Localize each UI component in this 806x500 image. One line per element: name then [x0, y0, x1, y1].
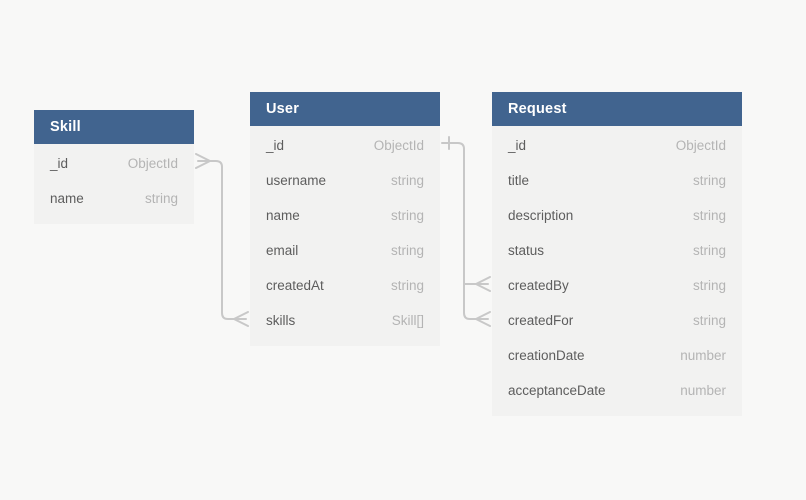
connector-user-to-request-trunk — [441, 142, 489, 320]
field-row[interactable]: skills Skill[] — [250, 303, 440, 338]
entity-user-fields: _id ObjectId username string name string… — [250, 126, 440, 346]
field-row[interactable]: createdAt string — [250, 268, 440, 303]
field-name: name — [266, 208, 300, 223]
field-row[interactable]: title string — [492, 163, 742, 198]
entity-request-fields: _id ObjectId title string description st… — [492, 126, 742, 416]
field-name: description — [508, 208, 574, 223]
field-name: username — [266, 173, 327, 188]
entity-user-title: User — [266, 101, 300, 117]
entity-skill-title: Skill — [50, 119, 81, 135]
field-row[interactable]: username string — [250, 163, 440, 198]
field-type: string — [390, 208, 424, 223]
entity-skill-header: Skill — [34, 110, 194, 144]
field-name: createdAt — [266, 278, 324, 293]
field-name: _id — [508, 138, 527, 153]
crows-foot-request-createdfor — [475, 311, 491, 327]
field-name: createdBy — [508, 278, 569, 293]
field-name: skills — [266, 313, 296, 328]
field-type: string — [144, 191, 178, 206]
field-row[interactable]: _id ObjectId — [492, 128, 742, 163]
field-type: Skill[] — [391, 313, 424, 328]
field-type: number — [680, 383, 726, 398]
field-name: acceptanceDate — [508, 383, 606, 398]
entity-user[interactable]: User _id ObjectId username string name s… — [250, 92, 440, 346]
entity-request[interactable]: Request _id ObjectId title string descri… — [492, 92, 742, 416]
field-row[interactable]: acceptanceDate number — [492, 373, 742, 408]
field-row[interactable]: _id ObjectId — [34, 146, 194, 181]
field-row[interactable]: name string — [34, 181, 194, 216]
entity-request-title: Request — [508, 101, 567, 117]
field-type: string — [390, 243, 424, 258]
field-row[interactable]: email string — [250, 233, 440, 268]
crows-foot-skill-id — [195, 153, 211, 169]
crows-foot-user-skills — [233, 311, 249, 327]
field-type: number — [680, 348, 726, 363]
field-type: string — [692, 173, 726, 188]
field-type: string — [390, 278, 424, 293]
field-name: _id — [266, 138, 285, 153]
field-name: name — [50, 191, 84, 206]
entity-skill-fields: _id ObjectId name string — [34, 144, 194, 224]
field-type: ObjectId — [127, 156, 178, 171]
entity-request-header: Request — [492, 92, 742, 126]
field-type: string — [692, 208, 726, 223]
field-row[interactable]: _id ObjectId — [250, 128, 440, 163]
connector-skill-to-user — [197, 160, 247, 320]
field-type: ObjectId — [373, 138, 424, 153]
field-name: createdFor — [508, 313, 574, 328]
field-type: ObjectId — [675, 138, 726, 153]
field-row[interactable]: name string — [250, 198, 440, 233]
crows-foot-request-createdby — [475, 276, 491, 292]
field-type: string — [692, 278, 726, 293]
field-name: email — [266, 243, 299, 258]
field-row[interactable]: createdBy string — [492, 268, 742, 303]
field-row[interactable]: creationDate number — [492, 338, 742, 373]
field-row[interactable]: status string — [492, 233, 742, 268]
field-row[interactable]: createdFor string — [492, 303, 742, 338]
field-row[interactable]: description string — [492, 198, 742, 233]
entity-skill[interactable]: Skill _id ObjectId name string — [34, 110, 194, 224]
field-name: creationDate — [508, 348, 585, 363]
entity-user-header: User — [250, 92, 440, 126]
field-type: string — [692, 243, 726, 258]
field-type: string — [390, 173, 424, 188]
field-name: title — [508, 173, 530, 188]
field-type: string — [692, 313, 726, 328]
field-name: _id — [50, 156, 69, 171]
field-name: status — [508, 243, 545, 258]
